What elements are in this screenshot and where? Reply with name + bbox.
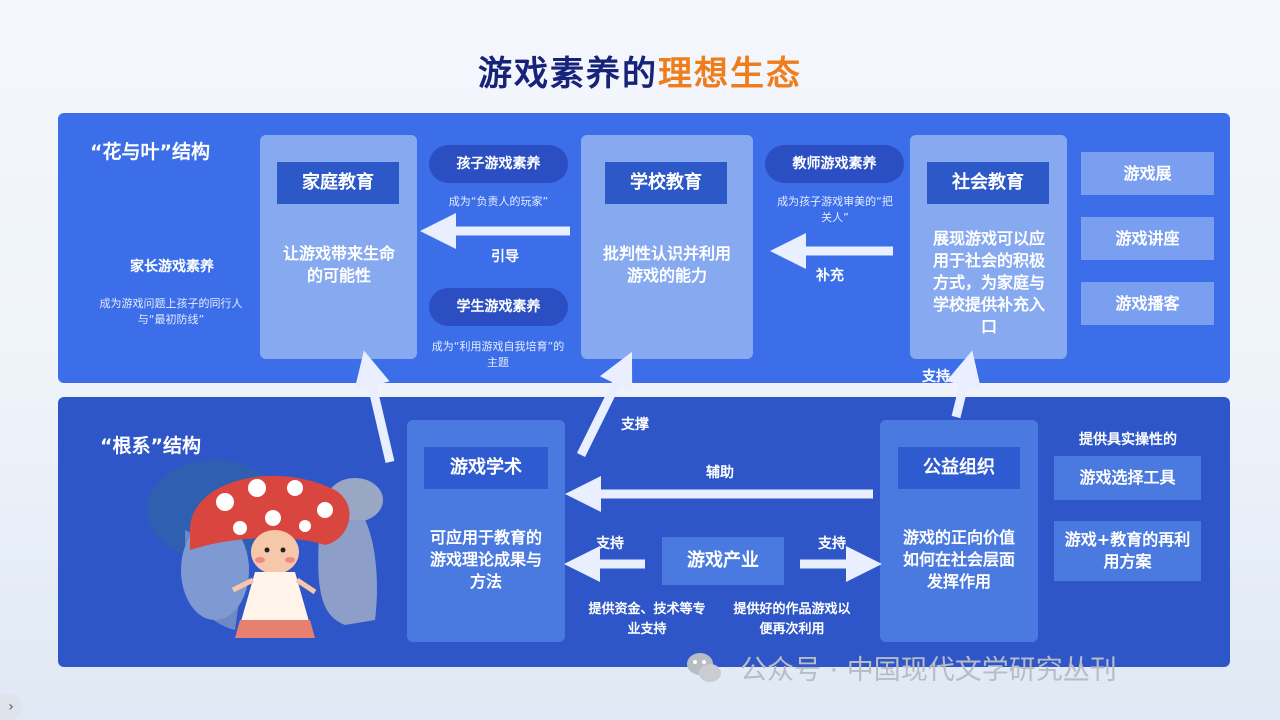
- bracing-label: 支撑: [621, 417, 649, 433]
- support-top-label: 支持: [922, 369, 950, 385]
- guide-label: 引导: [491, 249, 519, 265]
- society-education-body: 展现游戏可以应用于社会的积极方式，为家庭与学校提供补充入口: [932, 229, 1045, 336]
- student-literacy-desc: 成为“利用游戏自我培育”的主题: [431, 340, 565, 369]
- teacher-literacy-pill: 教师游戏素养: [765, 145, 904, 183]
- side-item-game-lecture: 游戏讲座: [1081, 217, 1214, 260]
- charity-org-body: 游戏的正向价值如何在社会层面发挥作用: [902, 528, 1015, 591]
- assist-label: 辅助: [706, 465, 734, 481]
- game-academia-body: 可应用于教育的游戏理论成果与方法: [429, 528, 542, 591]
- parent-literacy-title: 家长游戏素养: [130, 259, 214, 275]
- title-part-1: 游戏素养的: [478, 54, 658, 94]
- support-left-label: 支持: [596, 536, 624, 552]
- student-literacy-pill: 学生游戏素养: [429, 288, 568, 326]
- industry-right-desc: 提供好的作品游戏以便再次利用: [733, 602, 851, 637]
- academia-to-family-arrow: [354, 350, 395, 464]
- side-item-game-exhibition: 游戏展: [1081, 152, 1214, 195]
- title-part-2: 理想生态: [658, 54, 802, 94]
- society-education-heading: 社会教育: [927, 162, 1049, 204]
- supplement-label: 补充: [816, 268, 844, 284]
- mushroom-mascot-illustration: [147, 460, 383, 638]
- practical-heading: 提供具实操性的: [1079, 432, 1177, 448]
- industry-left-desc: 提供资金、技术等专业支持: [588, 602, 706, 637]
- game-industry-heading: 游戏产业: [662, 537, 784, 585]
- parent-literacy-desc: 成为游戏问题上孩子的同行人与“最初防线”: [99, 297, 243, 326]
- child-literacy-desc: 成为“负责人的玩家”: [448, 195, 549, 208]
- child-literacy-pill: 孩子游戏素养: [429, 145, 568, 183]
- flower-leaf-label: “花与叶”结构: [90, 141, 210, 163]
- family-education-body: 让游戏带来生命的可能性: [282, 244, 395, 285]
- family-education-heading: 家庭教育: [277, 162, 399, 204]
- side-item-game-podcast: 游戏播客: [1081, 282, 1214, 325]
- school-education-body: 批判性认识并利用游戏的能力: [602, 244, 731, 285]
- next-page-chevron-icon[interactable]: ›: [0, 694, 22, 720]
- academia-to-school-arrow: [576, 351, 633, 457]
- wechat-icon: [684, 648, 724, 688]
- support-right-label: 支持: [818, 536, 846, 552]
- game-academia-heading: 游戏学术: [424, 447, 548, 489]
- teacher-literacy-desc: 成为孩子游戏审美的“把关人”: [777, 195, 893, 224]
- game-education-reuse-plan: 游戏+教育的再利用方案: [1054, 521, 1201, 581]
- game-selection-tool: 游戏选择工具: [1054, 456, 1201, 500]
- watermark-text: 公众号 · 中国现代文学研究丛刊: [740, 655, 1117, 686]
- charity-org-heading: 公益组织: [898, 447, 1020, 489]
- page-title: 游戏素养的理想生态: [0, 46, 1280, 95]
- charity-to-society-arrow: [946, 350, 982, 419]
- school-education-heading: 学校教育: [605, 162, 727, 204]
- root-system-label: “根系”结构: [100, 435, 201, 457]
